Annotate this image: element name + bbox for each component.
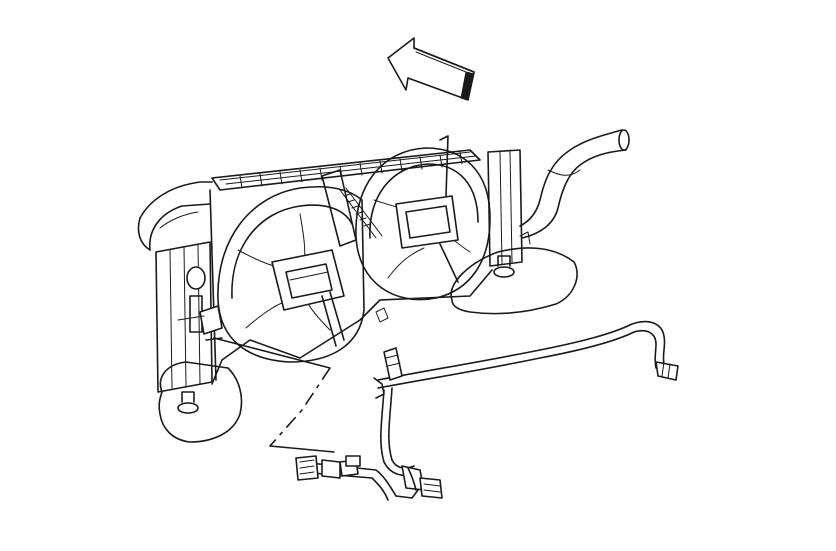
drain-valve — [177, 266, 223, 341]
upper-radiator-hose — [519, 129, 630, 239]
right-mount-highlight — [450, 231, 578, 315]
lower-fitting-assembly — [295, 455, 443, 501]
cooler-line — [373, 320, 679, 477]
forward-arrow-icon — [387, 37, 475, 101]
left-mount-highlight — [158, 361, 243, 443]
right-cooling-fan — [339, 135, 491, 301]
radiator-assembly — [155, 149, 523, 393]
leader-line — [213, 337, 335, 453]
fan-shroud — [211, 269, 493, 385]
lower-radiator-hose — [137, 181, 213, 251]
left-cooling-fan — [217, 169, 365, 363]
